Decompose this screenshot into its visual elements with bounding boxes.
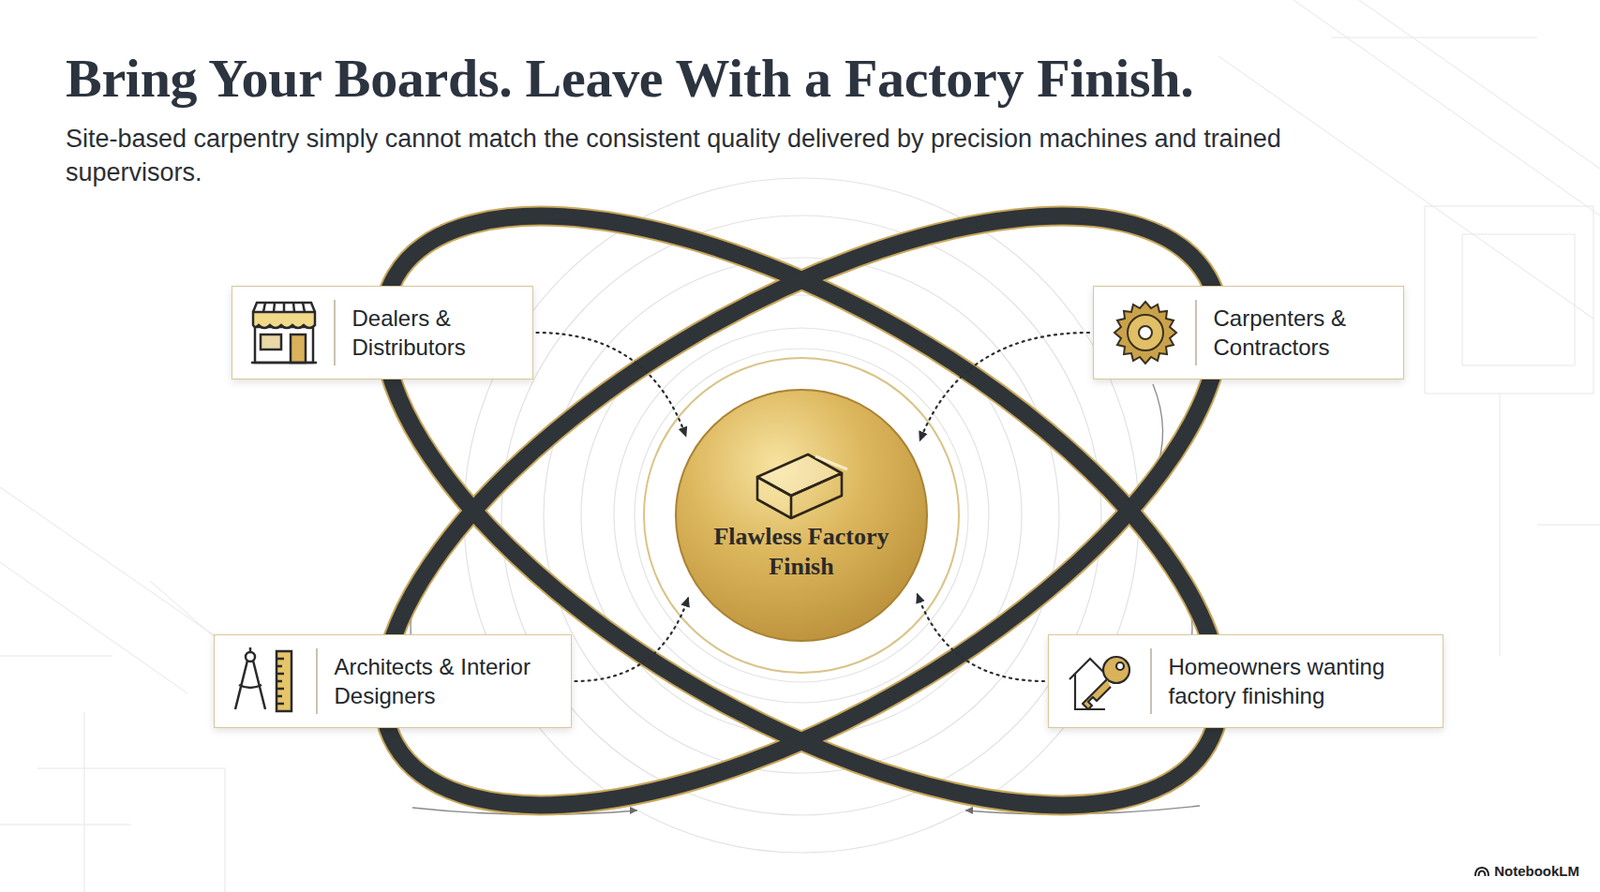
divider [1150,648,1152,715]
watermark-text: NotebookLM [1494,863,1580,880]
watermark-icon [1474,866,1490,878]
node-label: Flawless Factory Finish [707,522,896,583]
node-label: Carpenters & Contractors [1213,303,1383,362]
audience-box: Dealers & Distributors [231,285,534,380]
board-icon [749,448,853,523]
node-label: Architects & Interior Designers [334,652,551,711]
audience-box: Homeowners wanting factory finishing [1047,634,1444,729]
dotted-arrow [575,598,689,682]
center-medallion: Flawless Factory Finish [673,388,929,643]
subtitle: Site-based carpentry simply cannot match… [65,121,1388,190]
node-label: Homeowners wanting factory finishing [1168,652,1422,711]
gold-circle [673,388,929,643]
dotted-arrow [537,332,687,436]
audience-icon [1063,647,1137,716]
divider [1195,299,1197,366]
divider [333,299,336,366]
node-label: Dealers & Distributors [352,303,512,362]
dotted-arrow [920,332,1090,441]
audience-icon [247,299,321,367]
watermark: NotebookLM [1474,863,1580,880]
dotted-arrow [917,595,1045,682]
audience-box: Architects & Interior Designers [213,634,572,729]
audience-icon [229,647,303,716]
divider [315,648,318,715]
audience-icon [1108,299,1182,367]
title: Bring Your Boards. Leave With a Factory … [65,46,1194,110]
audience-box: Carpenters & Contractors [1092,285,1405,380]
